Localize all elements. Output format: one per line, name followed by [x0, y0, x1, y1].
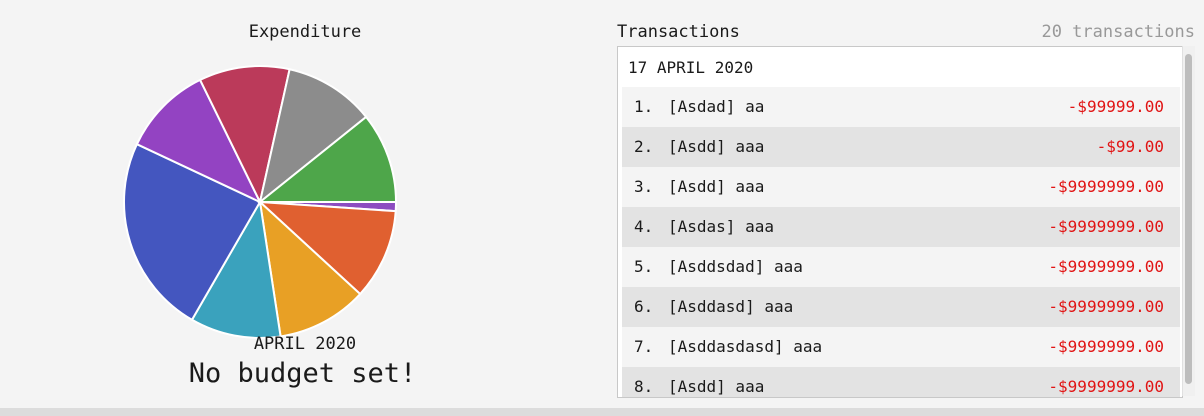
transaction-index: 1.: [634, 97, 654, 116]
budget-status: No budget set!: [188, 358, 417, 389]
transaction-description: [Asddsdad] aaa: [668, 257, 803, 276]
transaction-description: [Asddasd] aaa: [668, 297, 794, 316]
transaction-row[interactable]: 2. [Asdd] aaa -$99.00: [622, 127, 1180, 167]
transaction-amount: -$9999999.00: [1048, 337, 1164, 356]
transaction-amount: -$99.00: [1096, 137, 1164, 156]
transaction-amount: -$9999999.00: [1048, 377, 1164, 396]
pie-slice-2: [257, 200, 397, 296]
transaction-row[interactable]: 6. [Asddasd] aaa -$9999999.00: [622, 287, 1180, 327]
pie-slice-6: [135, 78, 263, 205]
transaction-amount: -$99999.00: [1067, 97, 1164, 116]
transaction-description: [Asddasdasd] aaa: [668, 337, 823, 356]
transaction-row[interactable]: 4. [Asdas] aaa -$9999999.00: [622, 207, 1180, 247]
transaction-index: 2.: [634, 137, 654, 156]
transactions-header: Transactions 20 transactions: [617, 22, 1195, 46]
transaction-description: [Asdad] aa: [668, 97, 765, 116]
expenditure-title: Expenditure: [248, 22, 362, 42]
transaction-row[interactable]: 8. [Asdd] aaa -$9999999.00: [622, 367, 1180, 397]
transactions-scrollbar[interactable]: [1182, 46, 1195, 396]
transaction-amount: -$9999999.00: [1048, 177, 1164, 196]
transactions-count: 20 transactions: [1041, 22, 1195, 42]
transaction-row[interactable]: 3. [Asdd] aaa -$9999999.00: [622, 167, 1180, 207]
scrollbar-thumb[interactable]: [1185, 54, 1192, 384]
transactions-title: Transactions: [617, 22, 740, 42]
transaction-description: [Asdd] aaa: [668, 177, 765, 196]
month-label: APRIL 2020: [253, 334, 357, 354]
transaction-amount: -$9999999.00: [1048, 257, 1164, 276]
transaction-index: 3.: [634, 177, 654, 196]
transaction-row[interactable]: 1. [Asdad] aa -$99999.00: [622, 87, 1180, 127]
transactions-list: 1. [Asdad] aa -$99999.00 2. [Asdd] aaa -…: [618, 87, 1182, 397]
transaction-description: [Asdd] aaa: [668, 137, 765, 156]
transaction-amount: -$9999999.00: [1048, 217, 1164, 236]
transaction-index: 5.: [634, 257, 654, 276]
transactions-list-panel[interactable]: 17 APRIL 2020 1. [Asdad] aa -$99999.00 2…: [617, 46, 1183, 398]
transaction-index: 4.: [634, 217, 654, 236]
status-bar: [0, 408, 1204, 416]
pie-slice-8: [258, 68, 368, 205]
expenditure-pie-chart: [122, 64, 398, 340]
pie-slice-5: [123, 142, 262, 322]
transaction-row[interactable]: 5. [Asddsdad] aaa -$9999999.00: [622, 247, 1180, 287]
transaction-index: 7.: [634, 337, 654, 356]
transaction-amount: -$9999999.00: [1048, 297, 1164, 316]
transaction-description: [Asdd] aaa: [668, 377, 765, 396]
transaction-row[interactable]: 7. [Asddasdasd] aaa -$9999999.00: [622, 327, 1180, 367]
pie-chart-svg: [123, 65, 398, 339]
transaction-index: 8.: [634, 377, 654, 396]
pie-slice-4: [190, 199, 282, 339]
pie-slice-3: [258, 199, 362, 338]
pie-slice-9: [257, 115, 398, 203]
date-header: 17 APRIL 2020: [628, 58, 754, 77]
transaction-description: [Asdas] aaa: [668, 217, 774, 236]
transaction-index: 6.: [634, 297, 654, 316]
